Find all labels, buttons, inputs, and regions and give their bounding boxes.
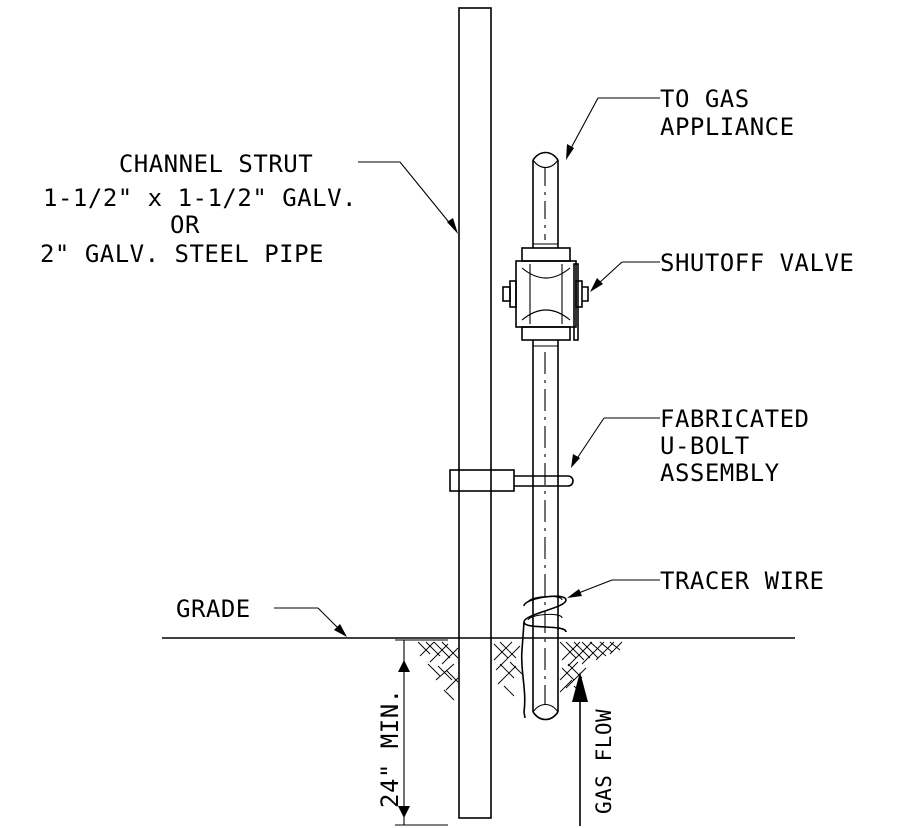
strut-label-line4: 2" GALV. STEEL PIPE bbox=[40, 240, 324, 268]
strut-label-line2: 1-1/2" x 1-1/2" GALV. bbox=[43, 184, 357, 212]
u-bolt-assembly bbox=[449, 469, 574, 492]
leader-strut bbox=[358, 161, 458, 234]
channel-strut-post bbox=[458, 7, 492, 819]
shutoff-valve bbox=[502, 247, 589, 341]
tracer-wire-coil bbox=[520, 595, 567, 719]
ubolt-label-line2: U-BOLT bbox=[660, 432, 750, 460]
depth-label: 24" MIN. bbox=[376, 688, 404, 808]
dimension-arrow-bottom bbox=[398, 806, 410, 818]
earth-hatch-right bbox=[493, 641, 623, 697]
tracer-wire-label: TRACER WIRE bbox=[660, 567, 824, 595]
to-gas-label-line1: TO GAS bbox=[660, 85, 750, 113]
shutoff-valve-label: SHUTOFF VALVE bbox=[660, 249, 854, 277]
ubolt-label-line3: ASSEMBLY bbox=[660, 459, 780, 487]
earth-hatch-left bbox=[417, 641, 459, 701]
flow-arrowhead-icon bbox=[572, 672, 588, 702]
gas-flow-label: GAS FLOW bbox=[592, 709, 616, 814]
depth-dimension bbox=[395, 639, 448, 826]
to-gas-label-line2: APPLIANCE bbox=[660, 113, 795, 141]
gas-flow-arrow bbox=[572, 672, 588, 826]
grade-label: GRADE bbox=[176, 595, 251, 623]
strut-label-line1: CHANNEL STRUT bbox=[119, 150, 313, 178]
leader-to-gas bbox=[566, 97, 660, 160]
leader-grade bbox=[274, 607, 347, 637]
ubolt-label-line1: FABRICATED bbox=[660, 405, 810, 433]
leader-tracer bbox=[567, 579, 660, 598]
strut-label-line3: OR bbox=[170, 211, 200, 239]
gas-pipe bbox=[532, 151, 559, 721]
leader-ubolt bbox=[571, 417, 660, 468]
leader-shutoff bbox=[590, 261, 660, 292]
dimension-arrow-top bbox=[398, 660, 410, 672]
